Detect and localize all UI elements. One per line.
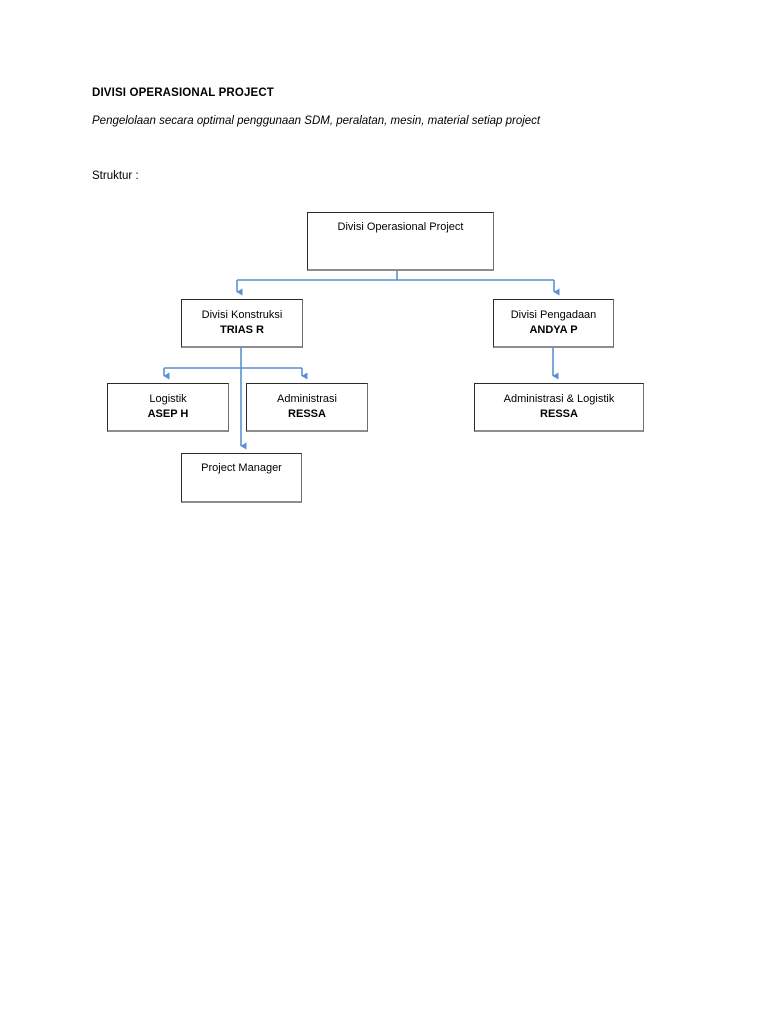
page-title: DIVISI OPERASIONAL PROJECT [92, 87, 274, 99]
node-title: Divisi Operasional Project [337, 221, 464, 233]
node-divisi-operasional-project[interactable]: Divisi Operasional Project [307, 212, 494, 271]
node-title: Divisi Konstruksi [201, 309, 283, 322]
node-title: Administrasi [277, 393, 337, 406]
node-title: Logistik [149, 393, 187, 406]
node-person: RESSA [540, 408, 578, 420]
node-person: ASEP H [147, 408, 189, 420]
node-logistik[interactable]: Logistik ASEP H [107, 383, 229, 432]
struktur-label: Struktur : [92, 170, 139, 182]
page-subtitle: Pengelolaan secara optimal penggunaan SD… [92, 115, 541, 127]
node-divisi-pengadaan[interactable]: Divisi Pengadaan ANDYA P [493, 299, 614, 348]
node-divisi-konstruksi[interactable]: Divisi Konstruksi TRIAS R [181, 299, 303, 348]
connector-root-to-divisions [236, 270, 560, 296]
node-title: Project Manager [201, 462, 282, 474]
node-person: TRIAS R [220, 324, 264, 336]
node-title: Divisi Pengadaan [510, 309, 597, 322]
node-person: ANDYA P [529, 324, 578, 336]
node-person: RESSA [288, 408, 326, 420]
node-title: Administrasi & Logistik [503, 393, 615, 406]
node-administrasi-logistik[interactable]: Administrasi & Logistik RESSA [474, 383, 644, 432]
node-administrasi[interactable]: Administrasi RESSA [246, 383, 368, 432]
node-project-manager[interactable]: Project Manager [181, 453, 302, 503]
